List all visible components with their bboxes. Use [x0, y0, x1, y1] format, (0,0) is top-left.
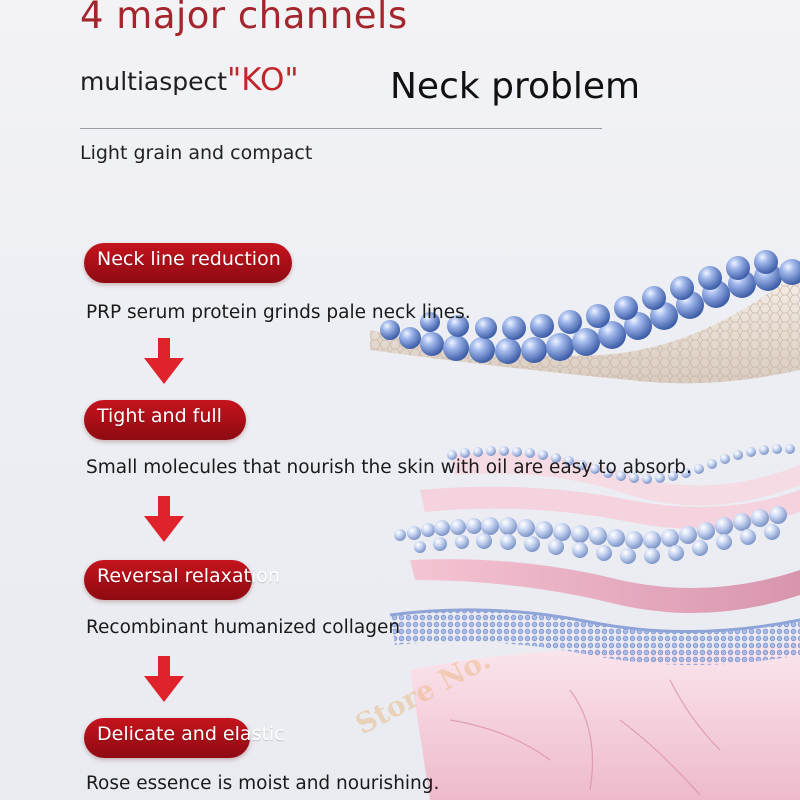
step-4-pill: [84, 718, 250, 758]
bead-cluster-layer: [394, 506, 787, 564]
step-2-pill: [84, 400, 246, 440]
serum-bead-layer: [380, 250, 800, 364]
page-title: 4 major channels: [80, 0, 408, 37]
bead-strand-layer: [447, 444, 795, 484]
step-1-description: PRP serum protein grinds pale neck lines…: [86, 302, 471, 323]
skin-layers-illustration: [370, 250, 800, 800]
step-3-pill: [84, 560, 252, 600]
pink-layer: [410, 559, 800, 613]
arrow-down-icon: [144, 656, 184, 702]
arrow-down-icon: [144, 338, 184, 384]
step-3-label: Reversal relaxation: [97, 565, 280, 587]
collagen-mesh-layer: [390, 609, 800, 665]
step-4-label: Delicate and elastic: [97, 723, 285, 745]
step-1-pill: [84, 243, 292, 283]
step-2-label: Tight and full: [97, 405, 222, 427]
arrow-down-icon: [144, 496, 184, 542]
subtitle-highlight: "KO": [227, 62, 299, 98]
step-3-description: Recombinant humanized collagen: [86, 617, 401, 638]
subtitle: multiaspect"KO": [80, 62, 299, 98]
step-2-description: Small molecules that nourish the skin wi…: [86, 457, 692, 478]
step-4-description: Rose essence is moist and nourishing.: [86, 773, 440, 794]
subtitle-prefix: multiaspect: [80, 67, 228, 96]
tagline: Light grain and compact: [80, 142, 313, 164]
skin-base-layer: [410, 640, 800, 800]
step-1-label: Neck line reduction: [97, 248, 281, 270]
side-title: Neck problem: [390, 66, 641, 107]
divider: [80, 128, 602, 129]
